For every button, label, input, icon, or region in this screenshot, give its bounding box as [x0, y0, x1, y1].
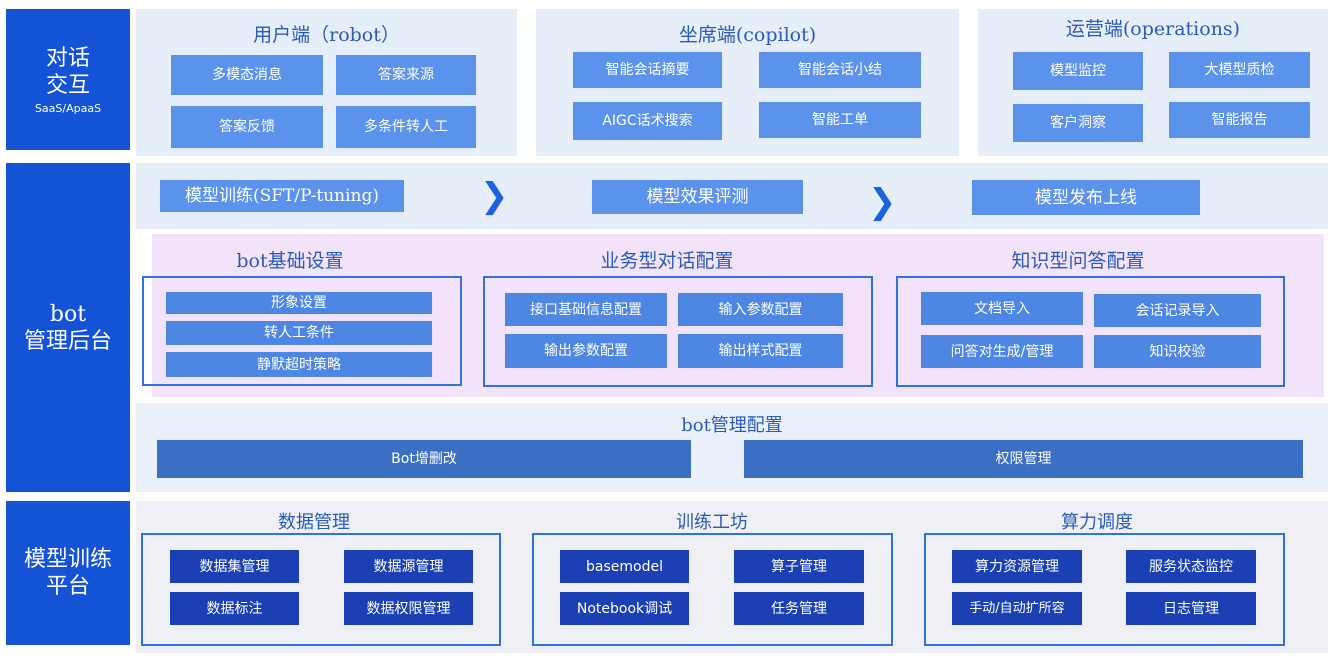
business-config-title: 业务型对话配置: [600, 250, 734, 272]
business-item-output-style[interactable]: 输出样式配置: [678, 334, 843, 368]
workshop-item-basemodel[interactable]: basemodel: [560, 550, 689, 583]
user-panel-title: 用户端（robot）: [253, 24, 400, 46]
data-mgmt-frame: [141, 533, 501, 646]
pipeline-arrow-2-icon: ❯: [868, 182, 897, 222]
business-config-frame: [483, 276, 873, 387]
workshop-item-notebook[interactable]: Notebook调试: [560, 592, 689, 625]
compute-item-service-monitor[interactable]: 服务状态监控: [1126, 550, 1256, 583]
train-side-label: 模型训练 平台: [6, 501, 130, 645]
dialog-side-title-2: 交互: [45, 72, 90, 98]
seat-item-aigc-search[interactable]: AIGC话术搜索: [573, 102, 722, 140]
user-item-answer-source[interactable]: 答案来源: [336, 55, 476, 95]
ops-item-customer-insight[interactable]: 客户洞察: [1013, 104, 1143, 142]
ops-item-smart-report[interactable]: 智能报告: [1169, 102, 1310, 138]
knowledge-item-qa-generate[interactable]: 问答对生成/管理: [921, 335, 1083, 368]
knowledge-item-doc-import[interactable]: 文档导入: [921, 292, 1083, 325]
bot-side-title-2: 管理后台: [23, 328, 112, 354]
data-item-permission[interactable]: 数据权限管理: [344, 592, 473, 625]
train-side-title-2: 平台: [45, 574, 90, 599]
compute-item-resource[interactable]: 算力资源管理: [952, 550, 1082, 583]
compute-frame: [924, 533, 1285, 646]
pipeline-step-training[interactable]: 模型训练(SFT/P-tuning): [160, 180, 404, 212]
compute-item-logs[interactable]: 日志管理: [1126, 592, 1256, 625]
pipeline-step-evaluation[interactable]: 模型效果评测: [592, 180, 803, 214]
data-mgmt-title: 数据管理: [278, 512, 350, 533]
knowledge-item-verify[interactable]: 知识校验: [1094, 335, 1261, 368]
basic-settings-title: bot基础设置: [236, 250, 344, 272]
pipeline-step-release[interactable]: 模型发布上线: [972, 180, 1200, 215]
basic-item-avatar[interactable]: 形象设置: [166, 292, 432, 314]
knowledge-item-session-import[interactable]: 会话记录导入: [1094, 294, 1261, 327]
ops-panel-title: 运营端(operations): [1065, 18, 1241, 40]
seat-panel-title: 坐席端(copilot): [678, 24, 817, 46]
knowledge-config-title: 知识型问答配置: [1011, 250, 1145, 272]
bot-mgmt-permission[interactable]: 权限管理: [744, 440, 1303, 478]
data-item-labeling[interactable]: 数据标注: [170, 592, 299, 625]
user-item-answer-feedback[interactable]: 答案反馈: [171, 106, 323, 148]
business-item-output-params[interactable]: 输出参数配置: [505, 334, 667, 368]
train-side-title-1: 模型训练: [23, 547, 112, 572]
basic-settings-frame: [142, 276, 462, 386]
bot-side-label: bot 管理后台: [6, 163, 130, 492]
bot-mgmt-title: bot管理配置: [681, 415, 783, 436]
bot-side-title-1: bot: [49, 301, 87, 327]
workshop-item-task[interactable]: 任务管理: [734, 592, 864, 625]
basic-item-transfer-condition[interactable]: 转人工条件: [166, 321, 432, 345]
dialog-side-title-1: 对话: [45, 45, 90, 71]
compute-item-scaling[interactable]: 手动/自动扩所容: [952, 592, 1082, 625]
pipeline-arrow-1-icon: ❯: [480, 176, 509, 216]
dialog-side-subtitle: SaaS/ApaaS: [34, 101, 102, 115]
business-item-input-params[interactable]: 输入参数配置: [678, 293, 843, 326]
seat-item-work-order[interactable]: 智能工单: [759, 102, 921, 138]
workshop-item-operator[interactable]: 算子管理: [734, 550, 864, 583]
ops-item-model-monitor[interactable]: 模型监控: [1013, 52, 1143, 90]
workshop-frame: [532, 533, 893, 646]
business-item-interface[interactable]: 接口基础信息配置: [505, 293, 667, 326]
dialog-side-label: 对话 交互 SaaS/ApaaS: [6, 9, 130, 150]
user-item-multimodal[interactable]: 多模态消息: [171, 55, 323, 95]
ops-item-quality-check[interactable]: 大模型质检: [1169, 52, 1310, 88]
data-item-datasource[interactable]: 数据源管理: [344, 550, 473, 583]
seat-item-summary[interactable]: 智能会话摘要: [573, 52, 722, 88]
bot-mgmt-crud[interactable]: Bot增删改: [157, 440, 691, 478]
data-item-dataset[interactable]: 数据集管理: [170, 550, 299, 583]
workshop-title: 训练工坊: [676, 512, 748, 533]
basic-item-silence-timeout[interactable]: 静默超时策略: [166, 352, 432, 377]
knowledge-config-frame: [896, 276, 1285, 387]
seat-item-conclusion[interactable]: 智能会话小结: [759, 52, 921, 88]
user-item-transfer-human[interactable]: 多条件转人工: [336, 106, 476, 148]
compute-title: 算力调度: [1061, 512, 1133, 533]
